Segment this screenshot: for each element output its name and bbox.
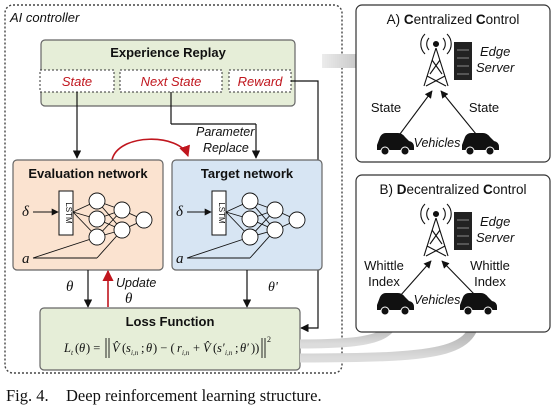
- replace-label: Replace: [203, 141, 249, 155]
- svg-text:i,n: i,n: [225, 349, 233, 357]
- next-state-box: [119, 69, 223, 93]
- controller-title: AI controller: [9, 10, 80, 25]
- eval-lstm-box: [58, 190, 74, 236]
- experience-replay: Experience Replay State Next State Rewar…: [39, 39, 296, 107]
- svg-text:V̂: V̂: [112, 341, 121, 355]
- car-icon: [462, 133, 499, 156]
- svg-text:2: 2: [267, 335, 271, 344]
- svg-text:θ: θ: [79, 341, 85, 355]
- theta-left: θ: [66, 279, 74, 295]
- eval-delta: δ: [22, 204, 30, 220]
- state-label: State: [62, 74, 92, 89]
- reward-label: Reward: [238, 74, 284, 89]
- car-icon: [377, 133, 414, 156]
- panel-a-state-right: State: [469, 100, 499, 115]
- panel-b-edge: Edge: [480, 214, 510, 229]
- ai-controller: AI controller: [4, 4, 343, 374]
- eval-nn: [32, 192, 153, 259]
- svg-text:s′: s′: [217, 341, 225, 355]
- svg-text:i,n: i,n: [182, 349, 190, 357]
- drl-structure-diagram: AI controller Experience Replay State Ne…: [4, 4, 551, 374]
- svg-text:s: s: [126, 341, 131, 355]
- panel-b-server: Server: [476, 230, 515, 245]
- panel-b-whittle-right: Whittle: [470, 258, 510, 273]
- svg-text:) − (: ) − (: [153, 341, 175, 355]
- svg-text:)): )): [251, 341, 259, 355]
- panel-b-title: B) Decentralized Control: [379, 182, 526, 197]
- svg-text:(: (: [122, 341, 126, 355]
- svg-text:θ: θ: [146, 341, 152, 355]
- svg-text:θ′: θ′: [240, 341, 249, 355]
- svg-text:;: ;: [235, 341, 238, 355]
- eval-title: Evaluation network: [28, 166, 148, 181]
- panel-centralized: A) Centralized Control Edge Server State…: [355, 4, 551, 163]
- panel-a-title: A) Centralized Control: [387, 12, 520, 27]
- svg-text:;: ;: [141, 341, 144, 355]
- loss-function: Loss Function L t ( θ ) = V̂ ( s i,n ; θ…: [39, 307, 301, 371]
- parameter-replace: Parameter Replace: [111, 125, 255, 161]
- svg-text:L: L: [63, 341, 71, 355]
- next-state-label: Next State: [141, 74, 202, 89]
- server-icon: [454, 42, 472, 80]
- car-icon: [377, 293, 414, 316]
- figure-number: Fig. 4.: [6, 386, 49, 405]
- target-title: Target network: [201, 166, 294, 181]
- replay-arrows: [72, 80, 319, 333]
- network-loss-arrows: θ Update θ θ': [66, 269, 279, 308]
- target-lstm-label: LSTM: [217, 202, 226, 224]
- tower-icon: [420, 33, 452, 87]
- loss-title: Loss Function: [126, 314, 215, 329]
- svg-text:(: (: [213, 341, 217, 355]
- panel-a-vehicles: Vehicles: [414, 136, 461, 150]
- panel-a-state-left: State: [371, 100, 401, 115]
- eval-a: a: [22, 251, 30, 267]
- panel-decentralized: B) Decentralized Control Edge Server Whi…: [355, 174, 551, 333]
- svg-text:t: t: [71, 348, 74, 357]
- parameter-label: Parameter: [196, 125, 255, 139]
- svg-text:) =: ) =: [86, 341, 100, 355]
- panel-b-vehicles: Vehicles: [414, 293, 461, 307]
- tower-icon: [420, 203, 452, 257]
- update-theta: θ: [125, 291, 133, 307]
- svg-text:r: r: [177, 341, 182, 355]
- target-lstm-box: [211, 190, 227, 236]
- replay-title: Experience Replay: [110, 45, 226, 60]
- theta-prime: θ': [268, 280, 279, 295]
- svg-text:+: +: [193, 341, 200, 355]
- panel-b-index-left: Index: [368, 274, 400, 289]
- figure-caption: Fig. 4. Deep reinforcement learning struc…: [6, 386, 546, 410]
- evaluation-network: Evaluation network δ a LSTM: [12, 159, 164, 271]
- panel-b-index-right: Index: [474, 274, 506, 289]
- svg-text:(: (: [75, 341, 79, 355]
- panel-b-whittle-left: Whittle: [364, 258, 404, 273]
- target-network: Target network δ a LSTM: [171, 159, 323, 271]
- car-icon: [460, 293, 497, 316]
- target-delta: δ: [176, 204, 184, 220]
- svg-text:i,n: i,n: [131, 349, 139, 357]
- server-icon: [454, 212, 472, 250]
- update-label: Update: [116, 276, 156, 290]
- panel-a-edge: Edge: [480, 44, 510, 59]
- eval-lstm-label: LSTM: [64, 202, 73, 224]
- target-nn: [186, 192, 306, 259]
- loss-equation: L t ( θ ) = V̂ ( s i,n ; θ ) − ( r i,n +…: [63, 335, 271, 358]
- svg-text:V̂: V̂: [203, 341, 212, 355]
- target-a: a: [176, 251, 184, 267]
- figure-caption-text: Deep reinforcement learning structure.: [66, 386, 322, 405]
- panel-a-server: Server: [476, 60, 515, 75]
